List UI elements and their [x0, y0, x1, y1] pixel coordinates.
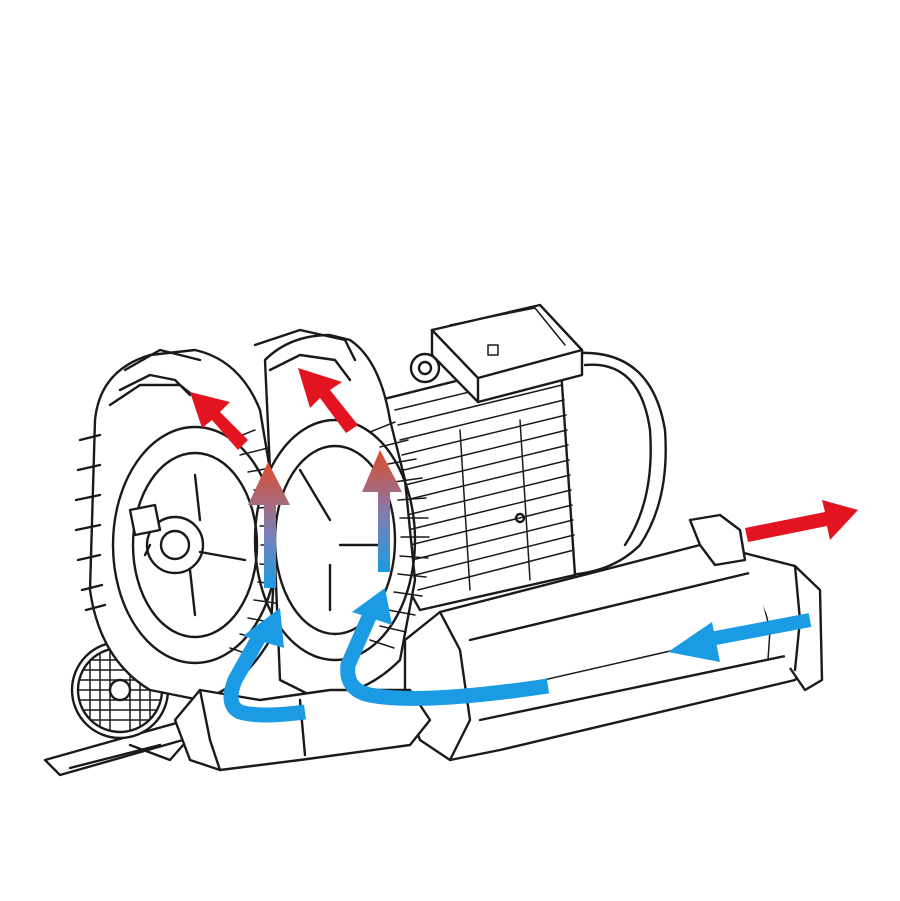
stage-2-hot-air-arrow: [298, 368, 358, 433]
bolt: [514, 512, 526, 524]
stage-2-cold-air-arrow: [340, 588, 550, 706]
stage-1-hot-air-arrow: [190, 392, 248, 450]
housing-latch: [128, 503, 162, 537]
lifting-eye: [409, 352, 441, 384]
intake-cold-air-arrow: [668, 613, 812, 662]
stage-2-gradient-air-arrow: [362, 450, 402, 572]
silencer-pipe: [403, 543, 824, 762]
stage-1-cold-air-arrow: [223, 608, 306, 723]
terminal-box: [430, 303, 584, 404]
stage-1-gradient-air-arrow: [248, 462, 290, 588]
motor-foot: [688, 513, 747, 567]
motor-housing: [378, 303, 747, 612]
discharge-hot-air-arrow: [745, 500, 858, 542]
stage-2-impeller-blades: [369, 421, 430, 649]
motor-cooling-fins: [394, 369, 575, 591]
